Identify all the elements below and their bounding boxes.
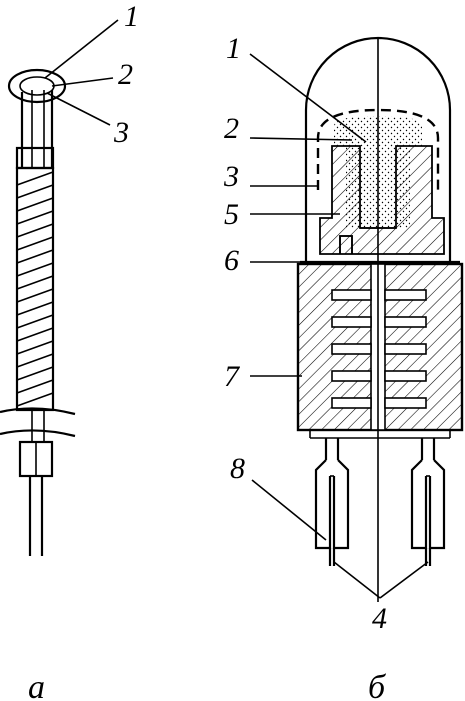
figure-a-label-3: 3 xyxy=(113,116,129,149)
figure-b-label-1: 1 xyxy=(226,32,241,65)
figure-b-label-7: 7 xyxy=(224,360,241,393)
figure-a-label-1: 1 xyxy=(124,0,139,33)
figure-b-caption: б xyxy=(368,669,387,701)
figure-a-drawing xyxy=(0,19,119,556)
figure-b-label-4: 4 xyxy=(372,602,387,635)
figure-a-caption: а xyxy=(28,669,45,701)
figure-a-label-2: 2 xyxy=(118,58,133,91)
figure-b-label-2: 2 xyxy=(224,112,239,145)
figure-b-label-5: 5 xyxy=(224,198,239,231)
figure-b-label-8: 8 xyxy=(230,452,245,485)
figure-b-label-3: 3 xyxy=(223,160,239,193)
figure-b-drawing xyxy=(249,36,464,602)
figure-b-label-6: 6 xyxy=(224,244,239,277)
